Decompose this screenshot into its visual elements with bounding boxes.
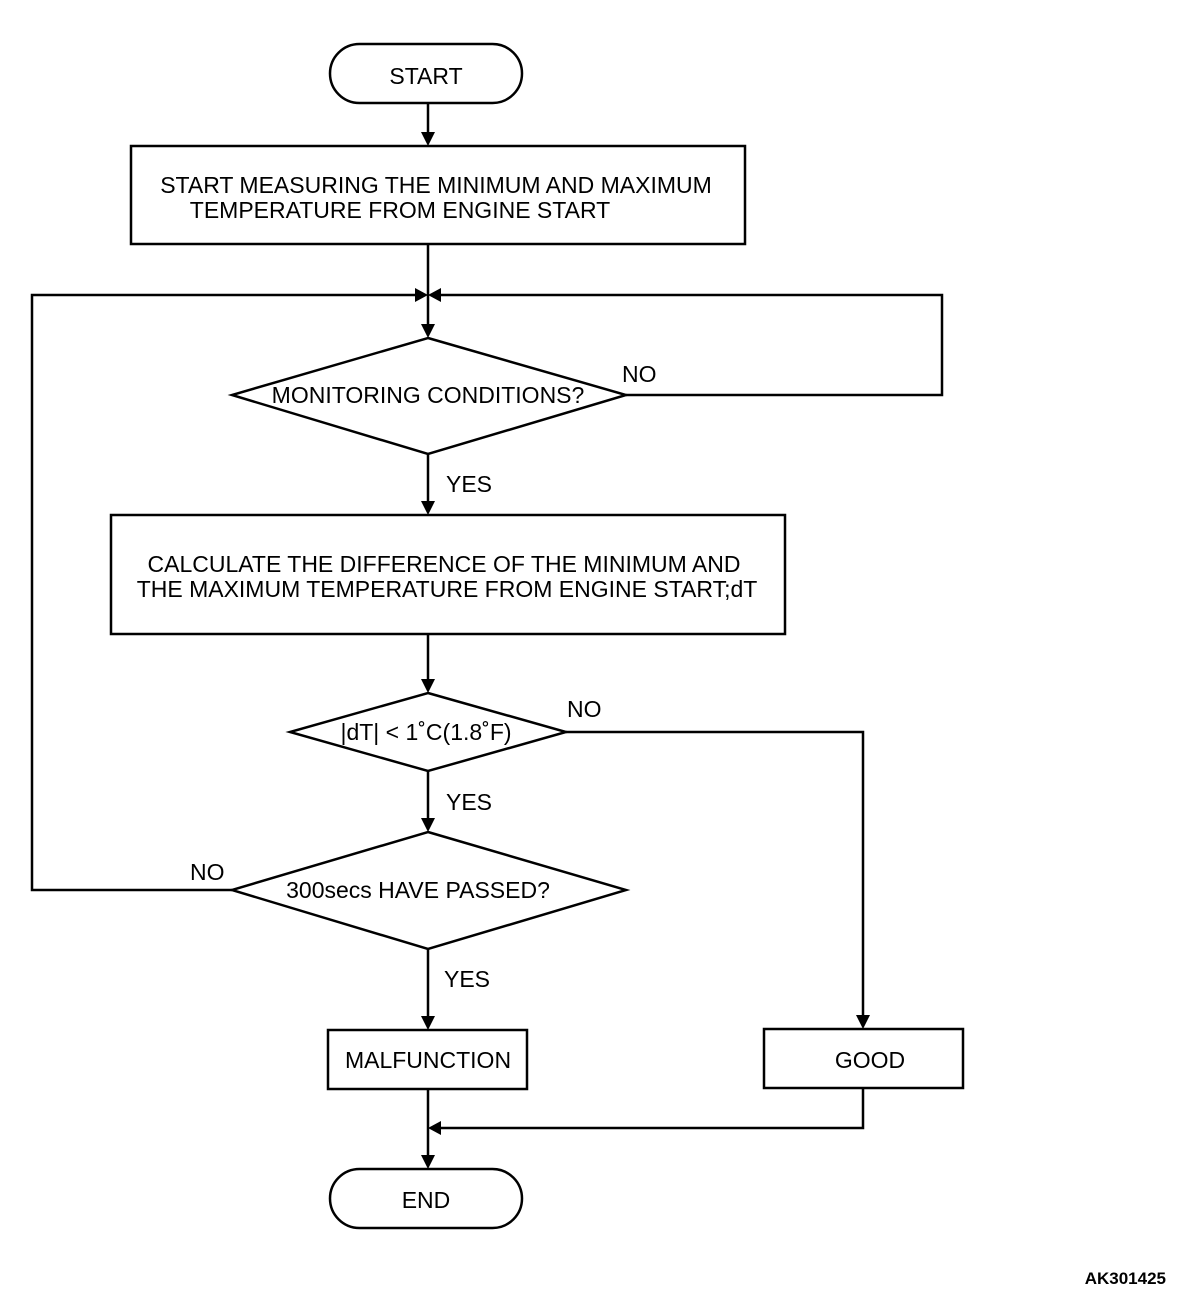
arrowhead [421,1155,435,1169]
dt-no-label: NO [567,696,602,722]
arrowhead [421,679,435,693]
time-yes-label: YES [444,966,490,992]
arrowhead [428,1121,441,1135]
monitoring-no-label: NO [622,361,657,387]
connector-time-no-loop [30,293,416,892]
connector-good-merge [440,1088,865,1130]
arrowhead [421,818,435,832]
connector-monitoring-no-loop [440,293,944,397]
connector-dt-no-good [566,730,865,1017]
end-terminal [328,1167,524,1230]
arrowhead [421,132,435,146]
dt-decision-label: |dT| < 1˚C(1.8˚F) [340,719,511,745]
calculate-step-box [109,513,787,636]
time-decision-label: 300secs HAVE PASSED? [286,877,550,903]
arrowhead [421,1016,435,1030]
figure-id: AK301425 [1085,1269,1166,1288]
malfunction-result-label: MALFUNCTION [345,1047,511,1073]
start-terminal [328,42,524,105]
end-label: END [402,1187,451,1213]
measure-step-box [129,144,747,246]
arrowhead [421,324,435,338]
start-label: START [389,63,462,89]
measure-step-line1: START MEASURING THE MINIMUM AND MAXIMUM [160,172,712,198]
arrowhead [428,288,441,302]
arrowhead [421,501,435,515]
time-no-label: NO [190,859,225,885]
measure-step-line2: TEMPERATURE FROM ENGINE START [190,197,610,223]
calculate-step-line1: CALCULATE THE DIFFERENCE OF THE MINIMUM … [148,551,741,577]
good-result-label: GOOD [835,1047,905,1073]
dt-yes-label: YES [446,789,492,815]
monitoring-yes-label: YES [446,471,492,497]
arrowhead [415,288,428,302]
arrowhead [856,1015,870,1029]
calculate-step-line2: THE MAXIMUM TEMPERATURE FROM ENGINE STAR… [137,576,758,602]
monitoring-decision-label: MONITORING CONDITIONS? [272,382,585,408]
